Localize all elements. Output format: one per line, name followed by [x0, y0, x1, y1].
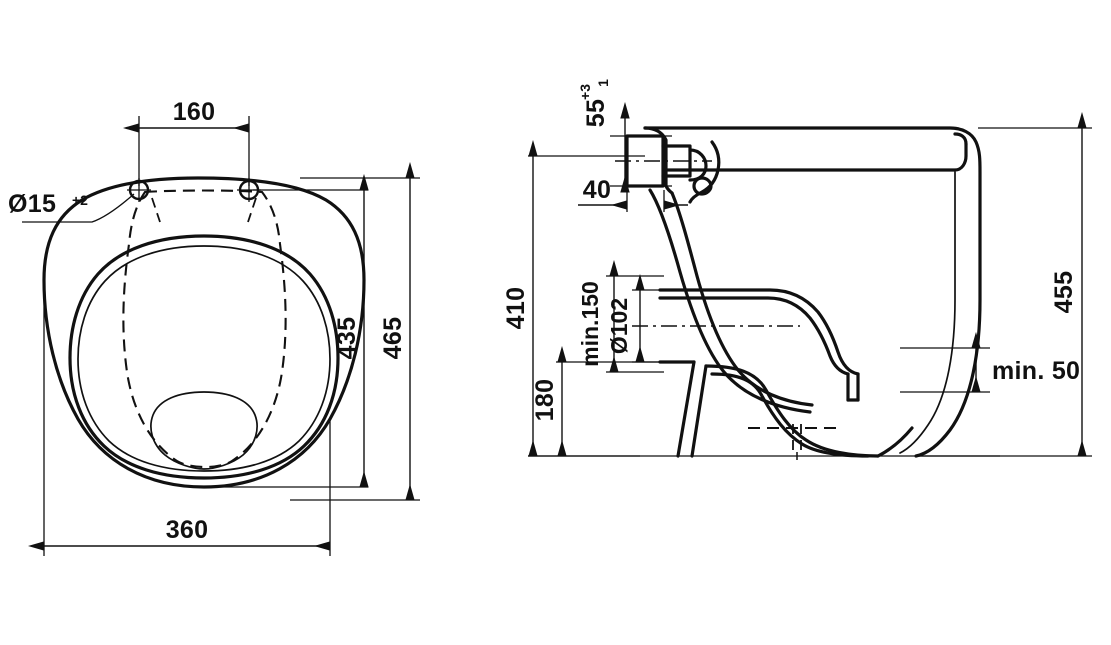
seat-rim-offset-line	[77, 245, 331, 472]
dim-outlet-diameter-102: Ø102	[606, 273, 666, 363]
bowl-throat-inner-curve	[688, 140, 721, 204]
outlet-upper-line	[658, 288, 860, 376]
bowl-hidden-outline	[122, 189, 287, 469]
bowl-throat-left-outer	[643, 126, 674, 195]
dim-label-160: 160	[173, 98, 216, 126]
base-underside-sweep-inner	[710, 372, 870, 458]
seat-inner-rim	[68, 234, 340, 480]
dim-overall-depth-465: 465	[290, 161, 420, 501]
dim-overall-height-455: 455	[916, 111, 1092, 457]
dim-label-hole-diameter: Ø15	[8, 190, 56, 218]
dim-inlet-height-55: 55 +3 1	[577, 79, 672, 193]
bowl-hidden-top-detail	[151, 197, 161, 223]
dim-hole-diameter: Ø15 +2	[8, 190, 135, 223]
outlet-upper-line-inner	[658, 296, 850, 376]
bowl-hidden-top-detail-right	[247, 197, 257, 223]
dim-label-455: 455	[1050, 271, 1078, 314]
rim-right-return	[953, 132, 968, 146]
dim-outlet-min-height-150: min.150	[577, 259, 664, 373]
rim-underside-line	[666, 142, 968, 172]
dim-label-hole-diameter-tolerance: +2	[72, 192, 88, 208]
dim-label-min150: min.150	[577, 281, 603, 367]
dim-label-55: 55	[582, 99, 610, 127]
base-underside-sweep	[704, 364, 880, 458]
dim-overall-width-360: 360	[27, 280, 331, 556]
dim-inner-depth-435: 435	[204, 173, 369, 488]
side-view-group: 55 +3 1 40 410 180	[502, 79, 1092, 460]
dim-bowl-height-410: 410	[502, 139, 645, 457]
hole-diameter-leader-line	[22, 193, 135, 223]
plan-view-group: 160 Ø15 +2 435 465 360	[8, 98, 420, 556]
dim-label-360: 360	[166, 516, 209, 544]
pedestal-left-leg-inner	[690, 364, 708, 458]
rim-top-outline	[643, 126, 982, 458]
dim-label-40: 40	[583, 176, 611, 204]
dim-label-min50: min. 50	[992, 357, 1080, 385]
bowl-inner-right-wall	[899, 171, 956, 454]
dim-label-55-tol-upper: +3	[577, 84, 593, 100]
dim-label-d102: Ø102	[606, 298, 632, 354]
dim-base-height-180: 180	[531, 345, 660, 457]
dim-label-180: 180	[531, 379, 559, 422]
dim-label-435: 435	[333, 317, 361, 360]
bowl-throat-small-nub	[692, 176, 713, 196]
dim-hole-spacing-160: 160	[122, 98, 250, 186]
base-right-foot	[876, 426, 914, 458]
dim-rear-clearance-min50: min. 50	[900, 331, 1080, 393]
dim-label-55-tol-lower: 1	[595, 79, 611, 87]
bowl-front-profile-outer	[648, 188, 812, 414]
dim-label-465: 465	[379, 317, 407, 360]
dim-label-410: 410	[502, 287, 530, 330]
dim-inlet-offset-40: 40	[578, 176, 688, 212]
bowl-sump-outline	[150, 391, 258, 470]
pedestal-left-leg-outer	[676, 360, 696, 458]
